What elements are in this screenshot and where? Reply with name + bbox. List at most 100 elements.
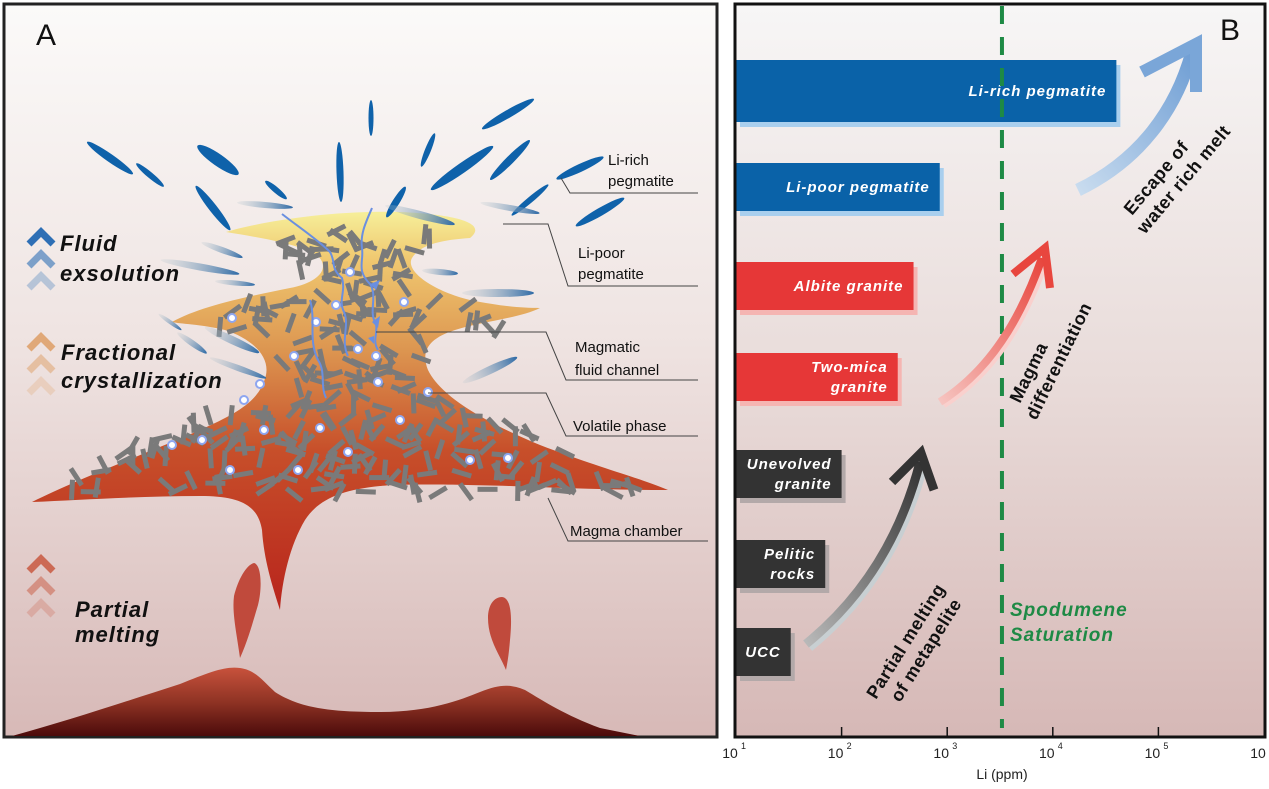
pegmatite-lens — [420, 133, 436, 167]
crystal-lath — [293, 360, 307, 381]
crystal-lath — [180, 424, 188, 445]
crystal-lath — [348, 329, 368, 347]
pegmatite-lens — [336, 142, 344, 202]
crystal-lath — [404, 245, 425, 256]
crystal-lath — [551, 487, 572, 495]
crystal-lath — [434, 418, 455, 434]
bar-label: Pelitic — [764, 546, 815, 563]
bar-label: Albite granite — [793, 278, 904, 295]
pegmatite-wisp — [204, 326, 260, 354]
pegmatite-lens — [575, 197, 625, 227]
pegmatite-lens — [386, 186, 406, 218]
bar-label: Li-rich pegmatite — [969, 83, 1107, 100]
crystal-lath — [428, 485, 448, 500]
bar-label: Unevolved — [747, 456, 832, 473]
crystal-lath — [336, 313, 347, 334]
volatile-bubble — [465, 455, 475, 465]
crystal-lath — [351, 453, 358, 474]
crystal-lath — [338, 410, 357, 428]
chevron-up-icon — [26, 354, 56, 374]
crystal-lath — [375, 286, 382, 308]
crystal-lath — [125, 435, 140, 456]
crystal-lath — [387, 308, 405, 327]
volatile-bubble — [503, 453, 513, 463]
pegmatite-wisp — [215, 279, 255, 287]
crystal-lath — [384, 467, 402, 487]
crystal-lath — [529, 449, 549, 465]
crystal-lath — [409, 312, 428, 331]
crystal-lath — [459, 407, 469, 428]
pegmatite-lens — [195, 185, 231, 231]
crystal-lath — [521, 423, 537, 443]
crystal-lath — [478, 317, 497, 336]
crystal-lath — [323, 389, 342, 407]
x-tick-label: 10 — [1250, 745, 1266, 761]
pegmatite-lens — [265, 180, 287, 200]
crystal-lath — [501, 417, 520, 434]
crystal-lath — [209, 434, 229, 451]
panel-a-letter: A — [36, 19, 56, 52]
arrow-partial-melting — [803, 444, 939, 651]
crystal-lath — [293, 377, 305, 399]
crystal-lath — [327, 450, 338, 471]
arrow-head — [1139, 34, 1202, 92]
bar-rect — [736, 353, 898, 401]
crystal-lath — [260, 435, 282, 446]
svg-text:Spodumene: Spodumene — [1010, 600, 1128, 621]
svg-text:fluid channel: fluid channel — [575, 362, 659, 379]
crystal-lath — [453, 446, 475, 455]
pegmatite-wisp — [385, 204, 455, 226]
svg-text:Magma chamber: Magma chamber — [570, 523, 683, 540]
panel-b-frame — [733, 2, 1267, 739]
crystal-lath — [325, 453, 346, 465]
volatile-bubble — [343, 447, 353, 457]
panel-a: A — [2, 2, 719, 739]
pegmatite-wisp — [237, 201, 293, 209]
crystal-lath — [451, 467, 472, 479]
crystal-laths — [68, 223, 643, 504]
crystal-lath — [255, 413, 276, 424]
svg-text:Fluid: Fluid — [60, 231, 118, 256]
svg-text:Saturation: Saturation — [1010, 625, 1114, 646]
callout-li-rich-pegmatite: Li-rich pegmatite — [560, 152, 698, 194]
crystal-lath — [319, 412, 336, 432]
crystal-lath — [299, 362, 318, 381]
crystal-lath — [400, 439, 422, 451]
crystal-lath — [68, 479, 76, 500]
crystal-lath — [350, 389, 371, 403]
volatile-bubble — [167, 440, 177, 450]
pegmatite-lens — [136, 163, 164, 187]
crystal-lath — [368, 423, 386, 442]
crystal-lath — [273, 353, 291, 372]
crystal-lath — [279, 294, 299, 310]
crystal-lath — [356, 369, 363, 390]
bar-label: Li-poor pegmatite — [786, 179, 930, 196]
crystal-lath — [455, 424, 463, 445]
pegmatite-lens — [430, 145, 494, 191]
pegmatite-wisp — [177, 332, 207, 354]
crystal-lath — [434, 439, 446, 460]
chevron-up-icon — [26, 332, 56, 352]
bar-albite-granite: Albite granite — [736, 262, 918, 315]
crystal-lath — [234, 445, 256, 452]
crystal-lath — [354, 442, 375, 457]
panel-b-letter: B — [1220, 14, 1240, 47]
crystal-lath — [473, 448, 484, 470]
crystal-lath — [304, 245, 315, 267]
crystal-lath — [458, 296, 478, 313]
pegmatite-wisp — [201, 241, 243, 259]
source-hills — [12, 667, 640, 736]
chevron-up-icon — [26, 598, 56, 618]
volatile-bubble — [353, 344, 363, 354]
pegmatite-wisp — [480, 202, 540, 214]
arrow-path — [937, 256, 1046, 406]
pegmatite-wisp — [209, 357, 267, 379]
svg-text:Li-rich: Li-rich — [608, 152, 649, 169]
crystal-lath — [369, 363, 391, 372]
x-tick-label: 10 — [933, 745, 949, 761]
crystal-lath — [306, 237, 327, 249]
crystal-lath — [266, 472, 285, 490]
crystal-lath — [435, 394, 455, 410]
